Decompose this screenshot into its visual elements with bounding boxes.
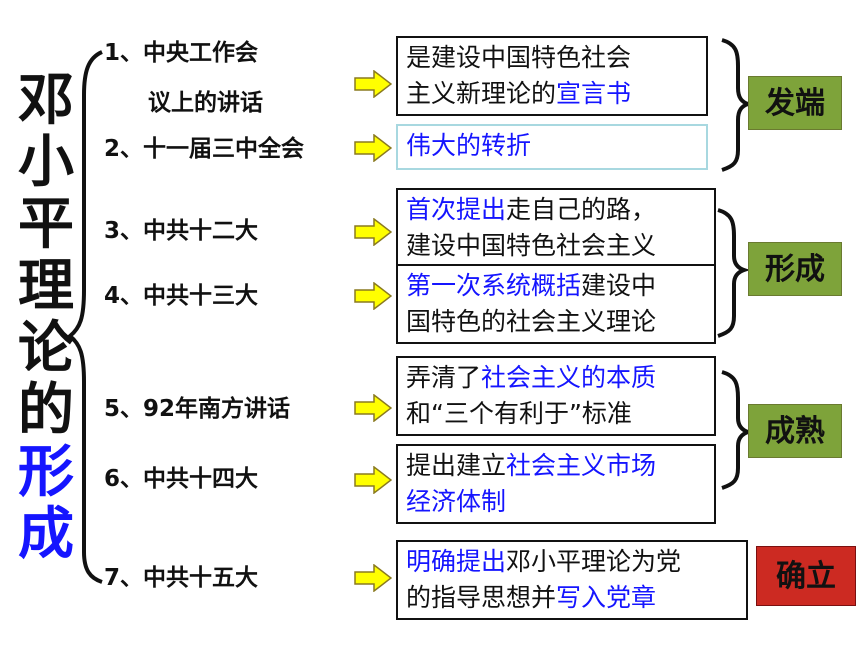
- desc-box-1: 是建设中国特色社会主义新理论的宣言书: [396, 36, 708, 116]
- event-7: 7、中共十五大: [104, 565, 259, 591]
- event-5: 5、92年南方讲话: [104, 396, 291, 422]
- box-text: 提出建立: [406, 451, 507, 480]
- event-3: 3、中共十二大: [104, 218, 259, 244]
- arrow-right-icon: [354, 282, 392, 310]
- title-char: 的: [18, 378, 74, 443]
- highlight-text: 写入党章: [556, 583, 657, 612]
- event-2: 2、十一届三中全会: [104, 136, 305, 162]
- highlight-text: 宣言书: [556, 79, 632, 108]
- arrow-right-icon: [354, 134, 392, 162]
- arrow-right-icon: [354, 218, 392, 246]
- stage-label-maturity: 成熟: [748, 404, 842, 458]
- stage-label-origin: 发端: [748, 76, 842, 130]
- box-text: 建设中国特色社会主义: [406, 231, 657, 260]
- title-char: 平: [18, 192, 74, 257]
- stage-label-formation: 形成: [748, 242, 842, 296]
- stage-label-establishment: 确立: [756, 546, 856, 606]
- arrow-right-icon: [354, 564, 392, 592]
- box-text: 邓小平理论为党: [506, 547, 682, 576]
- highlight-text: 伟大的转折: [406, 131, 532, 160]
- desc-box-7: 明确提出邓小平理论为党的指导思想并写入党章: [396, 540, 748, 620]
- title-char: 邓: [18, 68, 74, 133]
- arrow-right-icon: [354, 70, 392, 98]
- box-text: 是建设中国特色社会: [406, 43, 632, 72]
- event-6: 6、中共十四大: [104, 466, 259, 492]
- right-brace-1: [721, 38, 755, 172]
- vertical-title: 邓 小 平 理 论 的 形 成: [14, 70, 78, 566]
- title-char-highlight: 形: [18, 440, 74, 505]
- arrow-right-icon: [354, 394, 392, 422]
- title-char: 理: [18, 254, 74, 319]
- arrow-right-icon: [354, 466, 392, 494]
- box-text: 主义新理论的: [406, 79, 557, 108]
- box-text: 建设中: [581, 271, 657, 300]
- box-text: 弄清了: [406, 363, 482, 392]
- main-left-brace: [66, 50, 103, 584]
- highlight-text: 社会主义市场: [506, 451, 657, 480]
- event-4: 4、中共十三大: [104, 283, 259, 309]
- desc-box-5: 弄清了社会主义的本质和“三个有利于”标准: [396, 356, 716, 436]
- title-char: 小: [18, 130, 74, 195]
- highlight-text: 明确提出: [406, 547, 507, 576]
- box-text: 国特色的社会主义理论: [406, 307, 657, 336]
- desc-box-2: 伟大的转折: [396, 124, 708, 170]
- highlight-text: 首次提出: [406, 195, 507, 224]
- box-text: 的指导思想并: [406, 583, 557, 612]
- right-brace-3: [721, 370, 755, 490]
- box-text: 和“三个有利于”标准: [406, 399, 632, 428]
- highlight-text: 第一次系统概括: [406, 271, 582, 300]
- right-brace-2: [717, 208, 751, 338]
- event-1-line2: 议上的讲话: [148, 90, 263, 116]
- highlight-text: 社会主义的本质: [481, 363, 657, 392]
- event-1-line1: 1、中央工作会: [104, 40, 259, 66]
- desc-box-4: 第一次系统概括建设中国特色的社会主义理论: [396, 264, 716, 344]
- desc-box-3: 首次提出走自己的路， 建设中国特色社会主义: [396, 188, 716, 266]
- box-text: 走自己的路，: [506, 195, 657, 224]
- title-char: 论: [18, 316, 74, 381]
- highlight-text: 经济体制: [406, 487, 507, 516]
- title-char-highlight: 成: [18, 502, 74, 567]
- desc-box-6: 提出建立社会主义市场经济体制: [396, 444, 716, 524]
- event-1: 1、中央工作会 议上的讲话: [104, 38, 263, 118]
